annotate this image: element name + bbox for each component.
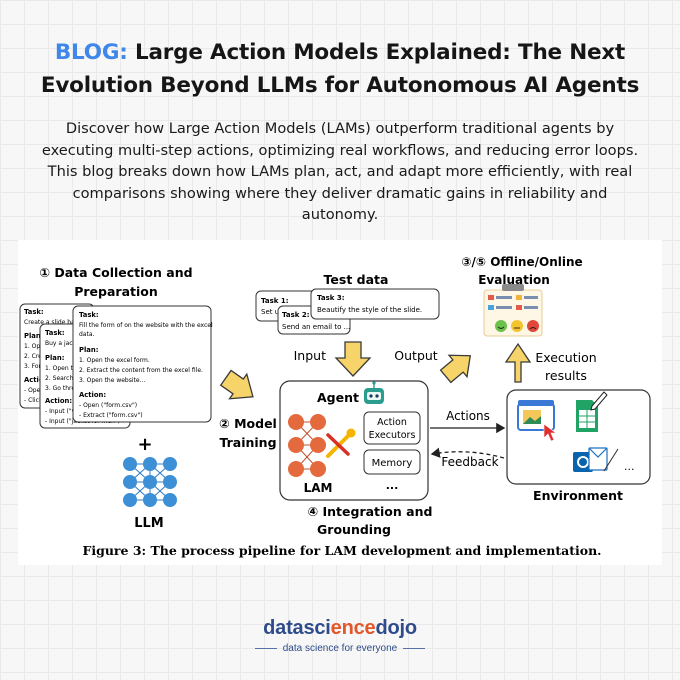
card3-action-1: - Open ("form.csv") (79, 402, 137, 409)
card2-plan-2: 2. Search (45, 375, 73, 382)
blog-description: Discover how Large Action Models (LAMs) … (41, 120, 639, 223)
card3-action-label: Action: (79, 391, 106, 399)
tagline-row: data science for everyone (0, 643, 680, 654)
pipeline-diagram: ① Data Collection and Preparation Task: … (19, 255, 651, 558)
smiley-icon (495, 320, 539, 332)
card1-action-2: - Click (24, 397, 43, 404)
cursor-icon (543, 423, 557, 442)
test-task2-label: Task 2: (282, 311, 310, 319)
lam-label: LAM (304, 481, 333, 495)
brand-part1: datasci (263, 617, 331, 639)
tagline-divider-right (403, 647, 426, 650)
brand-tagline: data science for everyone (282, 643, 398, 654)
data-card-3: Task: Fill the form of on the website wi… (72, 305, 213, 423)
exec-results-line1: Execution (535, 350, 596, 365)
step4-title-line1: ④ Integration and (308, 504, 433, 519)
step2-title-line2: Training (219, 435, 276, 450)
card3-plan-1: 1. Open the excel form. (79, 357, 150, 364)
brand-part3: dojo (375, 617, 417, 639)
network-icon (123, 457, 177, 507)
brand-logo[interactable]: datasciencedojo (0, 617, 680, 640)
page-title: BLOG: Large Action Models Explained: The… (0, 36, 680, 102)
tagline-divider-left (254, 647, 277, 650)
test-task1-label: Task 1: (261, 297, 289, 305)
exec-results-line2: results (545, 368, 587, 383)
pipeline-figure: ① Data Collection and Preparation Task: … (18, 240, 662, 565)
card2-plan-1: 1. Open th (45, 365, 77, 372)
card2-task-label: Task: (45, 329, 65, 337)
brand-part2: ence (330, 617, 376, 639)
card3-plan-label: Plan: (79, 346, 98, 354)
card2-task: Buy a jack (45, 340, 77, 347)
feedback-arrow (430, 447, 505, 459)
input-label: Input (294, 348, 326, 363)
footer: datasciencedojo data science for everyon… (0, 617, 680, 654)
spreadsheet-icon (576, 391, 608, 432)
agent-label: Agent (317, 390, 359, 405)
card1-plan-label: Plan: (24, 332, 43, 340)
eval-title-line1: ③/⑤ Offline/Online (461, 255, 582, 269)
image-app-icon (517, 400, 555, 431)
eval-title-line2: Evaluation (478, 273, 550, 287)
card1-action-1: - Open (24, 387, 44, 394)
output-arrow (439, 354, 472, 384)
test-task1-text: Set u (261, 308, 279, 316)
card3-task-label: Task: (79, 311, 99, 319)
environment-label: Environment (533, 488, 623, 503)
card1-task-label: Task: (24, 308, 44, 316)
test-task3-text: Beautify the style of the slide. (317, 306, 422, 314)
action-executors-line2: Executors (369, 430, 416, 441)
card1-task: Create a slide base (24, 319, 82, 326)
card3-task-line2: data. (79, 331, 95, 338)
card3-action-2: - Extract ("form.csv") (79, 412, 143, 419)
wrench-icon (326, 428, 356, 458)
card1-plan-2: 2. Creat (24, 353, 49, 360)
blog-prefix: BLOG: (54, 40, 128, 65)
card2-action-label: Action: (45, 397, 72, 405)
email-icon (573, 447, 619, 472)
card2-action-1: - Input ("w (45, 408, 77, 415)
actions-label: Actions (446, 409, 490, 423)
card1-plan-1: 1. Open (24, 343, 48, 350)
execution-results-arrow (504, 342, 532, 383)
agent-ellipsis: ... (386, 479, 399, 492)
card1-plan-3: 3. For p (24, 363, 47, 370)
card2-plan-label: Plan: (45, 354, 64, 362)
step2-title-line1: ② Model (219, 416, 277, 431)
step4-title-line2: Grounding (317, 522, 391, 537)
memory-box: Memory (363, 449, 421, 475)
input-arrow (334, 341, 372, 377)
card3-task-line1: Fill the form of on the website with the… (79, 322, 213, 329)
card1-action-label: Action: (24, 376, 51, 384)
plus-sign: + (137, 434, 152, 455)
lam-network-icon (288, 414, 326, 477)
card2-plan-3: 3. Go thro (45, 385, 75, 392)
llm-label: LLM (134, 516, 164, 531)
blog-header: BLOG: Large Action Models Explained: The… (0, 36, 680, 102)
action-executors-box: Action Executors (363, 411, 421, 445)
robot-icon (364, 381, 384, 404)
training-arrow (219, 369, 254, 400)
title-line2: Evolution Beyond LLMs for Autonomous AI … (40, 73, 640, 98)
test-card-3: Task 3: Beautify the style of the slide. (310, 288, 440, 320)
feedback-label: Feedback (441, 455, 498, 469)
step1-title-line1: ① Data Collection and (39, 265, 192, 280)
figure-caption: Figure 3: The process pipeline for LAM d… (82, 543, 601, 558)
memory-label: Memory (372, 458, 413, 469)
action-executors-line1: Action (377, 417, 407, 428)
test-data-label: Test data (324, 272, 389, 287)
card3-plan-3: 3. Open the website... (79, 377, 145, 384)
output-label: Output (394, 348, 438, 363)
test-task2-text: Send an email to ... (282, 323, 350, 331)
test-task3-label: Task 3: (317, 294, 345, 302)
step1-title-line2: Preparation (74, 284, 158, 299)
card3-plan-2: 2. Extract the content from the excel fi… (79, 367, 203, 374)
environment-ellipsis: ... (624, 460, 635, 473)
title-line1: Large Action Models Explained: The Next (127, 40, 626, 65)
